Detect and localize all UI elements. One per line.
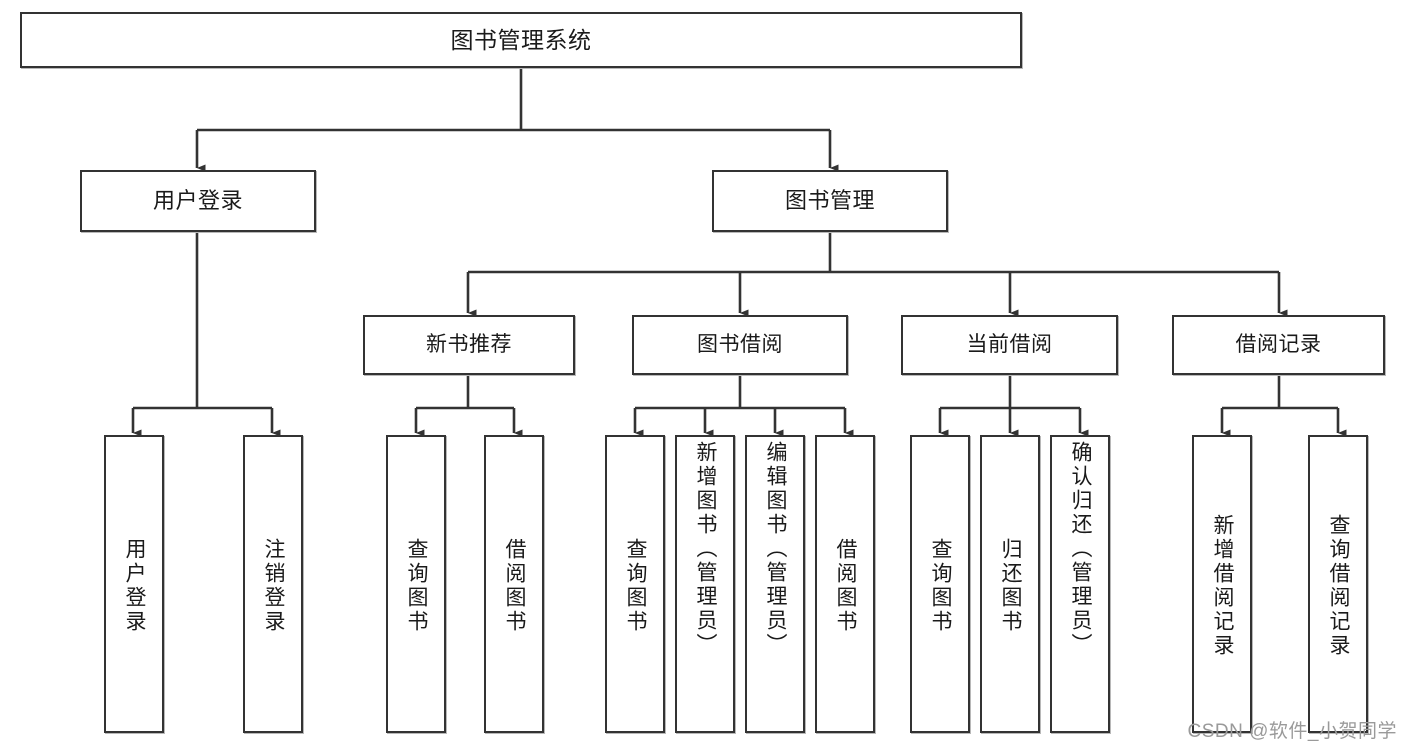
node-leaf-borrow-book-2-label: 借阅图书 <box>834 538 858 634</box>
node-leaf-query-book-3[interactable]: 查询图书 <box>910 435 970 733</box>
node-leaf-confirm-return[interactable]: 确认归还（管理员） <box>1050 435 1110 733</box>
node-leaf-query-book-1-label: 查询图书 <box>405 538 429 634</box>
node-leaf-query-book-3-label: 查询图书 <box>929 538 953 634</box>
node-current-borrow-label: 当前借阅 <box>966 332 1053 356</box>
node-leaf-borrow-book-1[interactable]: 借阅图书 <box>484 435 544 733</box>
node-leaf-borrow-book-2[interactable]: 借阅图书 <box>815 435 875 733</box>
node-user-login-label: 用户登录 <box>152 188 243 214</box>
node-new-book-recommend-label: 新书推荐 <box>426 332 512 356</box>
node-book-borrow-label: 图书借阅 <box>697 332 783 356</box>
node-leaf-return-book[interactable]: 归还图书 <box>980 435 1040 733</box>
node-leaf-add-book-label: 新增图书（管理员） <box>694 441 718 657</box>
node-book-manage-label: 图书管理 <box>784 188 875 214</box>
node-user-login[interactable]: 用户登录 <box>80 170 316 232</box>
node-leaf-user-login-label: 用户登录 <box>123 538 147 634</box>
node-current-borrow[interactable]: 当前借阅 <box>901 315 1118 375</box>
node-book-borrow[interactable]: 图书借阅 <box>632 315 848 375</box>
node-leaf-add-record-label: 新增借阅记录 <box>1211 514 1235 658</box>
node-leaf-edit-book[interactable]: 编辑图书（管理员） <box>745 435 805 733</box>
node-leaf-query-record[interactable]: 查询借阅记录 <box>1308 435 1368 733</box>
node-leaf-return-book-label: 归还图书 <box>999 538 1023 634</box>
node-leaf-add-book[interactable]: 新增图书（管理员） <box>675 435 735 733</box>
node-leaf-user-login[interactable]: 用户登录 <box>104 435 164 733</box>
node-book-manage[interactable]: 图书管理 <box>712 170 948 232</box>
node-root[interactable]: 图书管理系统 <box>20 12 1022 68</box>
node-leaf-borrow-book-1-label: 借阅图书 <box>503 538 527 634</box>
node-root-label: 图书管理系统 <box>450 26 592 53</box>
node-leaf-edit-book-label: 编辑图书（管理员） <box>764 441 788 657</box>
node-new-book-recommend[interactable]: 新书推荐 <box>363 315 575 375</box>
node-leaf-logout-label: 注销登录 <box>262 538 286 634</box>
node-leaf-add-record[interactable]: 新增借阅记录 <box>1192 435 1252 733</box>
node-leaf-query-book-2-label: 查询图书 <box>624 538 648 634</box>
node-borrow-record-label: 借阅记录 <box>1235 332 1322 356</box>
node-leaf-query-record-label: 查询借阅记录 <box>1327 514 1351 658</box>
node-leaf-query-book-2[interactable]: 查询图书 <box>605 435 665 733</box>
node-leaf-confirm-return-label: 确认归还（管理员） <box>1069 441 1093 657</box>
node-borrow-record[interactable]: 借阅记录 <box>1172 315 1385 375</box>
node-leaf-query-book-1[interactable]: 查询图书 <box>386 435 446 733</box>
node-leaf-logout[interactable]: 注销登录 <box>243 435 303 733</box>
